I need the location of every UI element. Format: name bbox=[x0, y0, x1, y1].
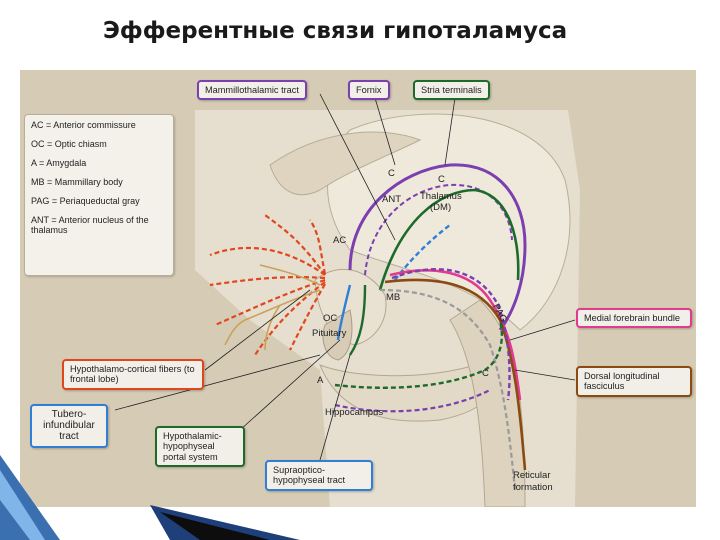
pituitary-stalk bbox=[322, 309, 353, 361]
label-oc: OC bbox=[323, 313, 338, 324]
dorsal-longitudinal-path bbox=[384, 278, 527, 471]
label-thalamus-dm: (DM) bbox=[430, 202, 452, 213]
leader-lines bbox=[114, 93, 576, 461]
legend-item: OC = Optic chiasm bbox=[31, 139, 107, 149]
hypothalamo-cortical-fibers bbox=[209, 214, 327, 356]
legend-item: MB = Mammillary body bbox=[31, 177, 123, 187]
medial-forebrain-bundle-box: Medial forebrain bundle bbox=[576, 308, 692, 329]
brain-diagram: Mammillothalamic tract Fornix Stria term… bbox=[20, 70, 696, 507]
abbreviation-legend: AC = Anterior commissure OC = Optic chia… bbox=[24, 114, 174, 276]
label-c-3: C bbox=[482, 368, 489, 379]
label-thalamus: Thalamus bbox=[420, 191, 462, 202]
label-amygdala: A bbox=[317, 375, 324, 386]
reticular-path bbox=[379, 288, 517, 491]
slide-title: Эфферентные связи гипоталамуса bbox=[103, 18, 568, 44]
fornix-path bbox=[364, 183, 513, 276]
legend-item: A = Amygdala bbox=[31, 158, 87, 168]
label-ant: ANT bbox=[382, 194, 401, 205]
tan-fibers bbox=[224, 264, 321, 351]
corpus-callosum bbox=[269, 131, 422, 196]
label-reticular: Reticular bbox=[513, 470, 551, 481]
pag-path bbox=[391, 268, 511, 401]
mammillothalamic-tract-box: Mammillothalamic tract bbox=[197, 80, 307, 101]
green-tract-arc bbox=[378, 188, 520, 291]
stria-terminalis-path bbox=[348, 163, 527, 331]
label-mb: MB bbox=[386, 292, 401, 303]
supraoptico-hypophyseal-tract-box: Supraoptico-hypophyseal tract bbox=[265, 460, 373, 491]
stria-terminalis-box: Stria terminalis bbox=[413, 80, 490, 101]
label-hippocampus: Hippocampus bbox=[325, 407, 384, 418]
label-c-1: C bbox=[388, 168, 395, 179]
legend-item: AC = Anterior commissure bbox=[31, 120, 136, 130]
fornix-box: Fornix bbox=[348, 80, 390, 101]
thalamus-region bbox=[327, 113, 571, 331]
supraoptico-path bbox=[336, 284, 352, 341]
diagram-drawing bbox=[20, 70, 696, 507]
label-formation: formation bbox=[513, 482, 553, 493]
label-pituitary: Pituitary bbox=[312, 328, 347, 339]
hippocampal-loop bbox=[334, 319, 504, 389]
hypothalamo-cortical-fibers-box: Hypothalamo-cortical fibers (to frontal … bbox=[62, 359, 204, 390]
portal-system-box: Hypothalamic-hypophyseal portal system bbox=[155, 426, 245, 467]
dorsal-longitudinal-fasciculus-box: Dorsal longitudinal fasciculus bbox=[576, 366, 692, 397]
amygdala-loop bbox=[334, 389, 491, 413]
tubero-infundibular-tract-box: Tubero-infundibular tract bbox=[30, 404, 108, 448]
label-ac: AC bbox=[333, 235, 347, 246]
legend-item: PAG = Periaqueductal gray bbox=[31, 196, 140, 206]
legend-item: ANT = Anterior nucleus of the thalamus bbox=[31, 215, 149, 235]
portal-system-path bbox=[349, 284, 367, 356]
label-c-2: C bbox=[438, 174, 445, 185]
